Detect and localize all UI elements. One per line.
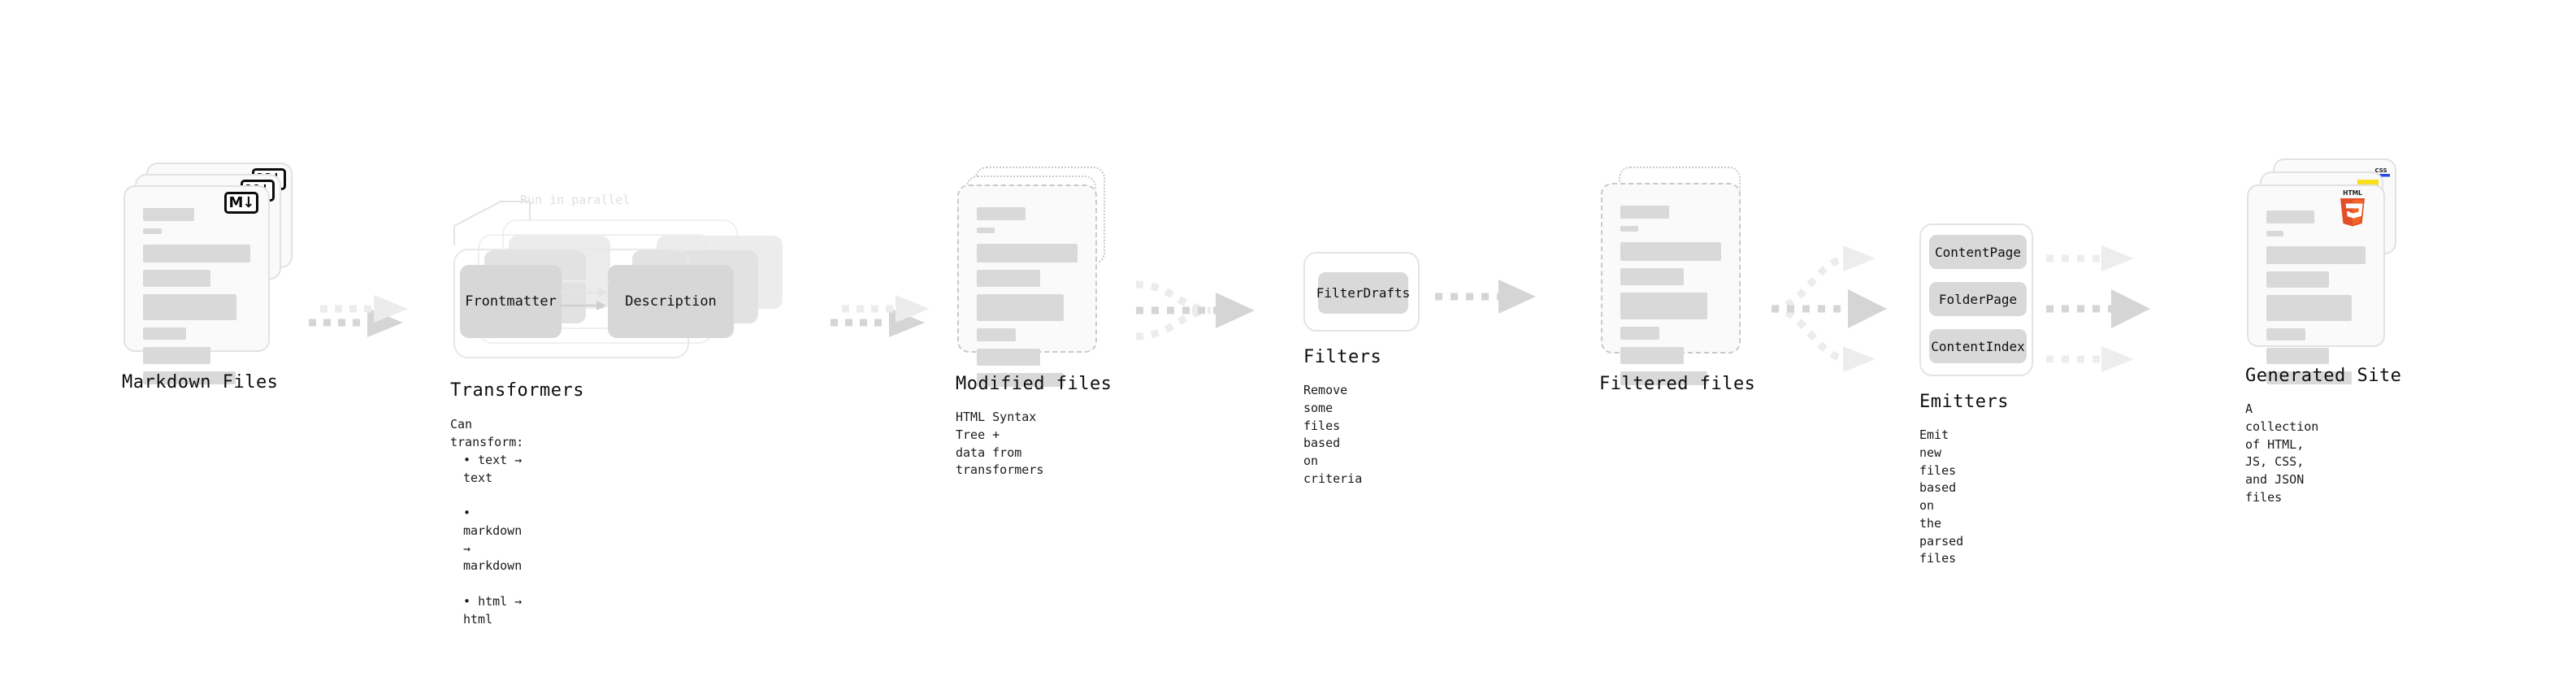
transformer-node-frontmatter[interactable]: Frontmatter xyxy=(460,265,562,338)
skeleton-bar xyxy=(143,270,211,287)
stage-title-markdown-files: Markdown Files xyxy=(122,372,279,393)
skeleton-bar xyxy=(143,294,236,320)
filtered-card-front xyxy=(1601,183,1741,385)
skeleton-bar xyxy=(1620,206,1669,219)
skeleton-bar xyxy=(977,228,995,233)
transformers-bullet-item: • text → text xyxy=(463,452,523,485)
skeleton-bar xyxy=(2266,295,2352,321)
filters-container: FilterDrafts xyxy=(1303,252,1420,332)
skeleton-bar xyxy=(143,347,211,364)
skeleton-bar xyxy=(2266,210,2314,223)
skeleton-bar xyxy=(143,371,236,384)
run-in-parallel-label: Run in parallel xyxy=(520,193,631,207)
filtered-card-skeleton xyxy=(1620,206,1721,393)
skeleton-bar xyxy=(977,207,1026,220)
markdown-card-skeleton xyxy=(143,208,250,392)
skeleton-bar xyxy=(2266,271,2329,288)
stage-title-emitters: Emitters xyxy=(1919,392,2009,412)
skeleton-bar xyxy=(143,208,194,221)
stage-title-modified-files: Modified files xyxy=(956,374,1112,394)
skeleton-bar xyxy=(977,294,1064,321)
arrow-markdown-to-transformers xyxy=(309,295,408,337)
transformer-node-description[interactable]: Description xyxy=(608,265,734,338)
skeleton-bar xyxy=(1620,327,1660,340)
skeleton-bar xyxy=(1620,371,1707,385)
stage-title-transformers: Transformers xyxy=(450,380,584,401)
stage-desc-filters: Remove some files based on criteria xyxy=(1303,383,1363,486)
stage-desc-transformers: Can transform: xyxy=(450,417,524,449)
skeleton-bar xyxy=(1620,293,1707,319)
skeleton-bar xyxy=(977,349,1041,366)
modified-card-skeleton xyxy=(977,207,1078,394)
generated-card-skeleton xyxy=(2266,210,2366,392)
skeleton-bar xyxy=(1620,347,1685,364)
skeleton-bar xyxy=(977,244,1078,262)
arrow-emitters-to-site xyxy=(2046,245,2150,372)
stage-title-generated-site: Generated Site xyxy=(2245,366,2402,386)
skeleton-bar xyxy=(143,245,250,262)
skeleton-bar xyxy=(1620,242,1721,261)
stage-desc-generated-site: A collection of HTML, JS, CSS, and JSON … xyxy=(2245,401,2319,505)
emitters-container: ContentPage FolderPage ContentIndex xyxy=(1919,223,2033,376)
skeleton-bar xyxy=(2266,246,2366,264)
skeleton-bar xyxy=(2266,231,2283,236)
html5-wordmark: HTML xyxy=(2343,189,2362,197)
transformers-bullet-item: • html → html xyxy=(463,593,523,627)
stage-desc-modified-files: HTML Syntax Tree + data from transformer… xyxy=(956,410,1044,478)
stage-title-filters: Filters xyxy=(1303,347,1382,367)
skeleton-bar xyxy=(1620,226,1638,232)
transformers-bullet-list: • text → text • markdown → markdown • ht… xyxy=(463,434,522,646)
arrow-filtered-to-emitters xyxy=(1771,245,1887,372)
skeleton-bar xyxy=(143,327,186,340)
html5-badge: HTML xyxy=(2336,189,2369,227)
skeleton-bar xyxy=(977,270,1041,287)
skeleton-bar xyxy=(2266,348,2329,364)
filter-node-filterdrafts[interactable]: FilterDrafts xyxy=(1316,272,1410,314)
emitter-node-folderpage[interactable]: FolderPage xyxy=(1929,282,2027,316)
transformers-bullet-item: • markdown → markdown xyxy=(463,505,523,574)
skeleton-bar xyxy=(1620,268,1685,285)
modified-card-front xyxy=(957,184,1097,387)
emitter-node-contentindex[interactable]: ContentIndex xyxy=(1929,329,2027,363)
skeleton-bar xyxy=(977,373,1064,387)
skeleton-bar xyxy=(2266,371,2352,384)
skeleton-bar xyxy=(143,228,162,234)
skeleton-bar xyxy=(2266,328,2305,340)
arrow-transformers-to-modified xyxy=(830,295,930,337)
emitter-node-contentpage[interactable]: ContentPage xyxy=(1929,235,2027,269)
arrow-filters-to-filtered xyxy=(1435,280,1536,314)
markdown-badge-front: M↓ xyxy=(224,192,258,214)
skeleton-bar xyxy=(977,328,1017,341)
stage-title-filtered-files: Filtered files xyxy=(1599,374,1756,394)
arrow-modified-to-filters xyxy=(1135,280,1255,340)
stage-desc-emitters: Emit new files based on the parsed files xyxy=(1919,427,1964,566)
